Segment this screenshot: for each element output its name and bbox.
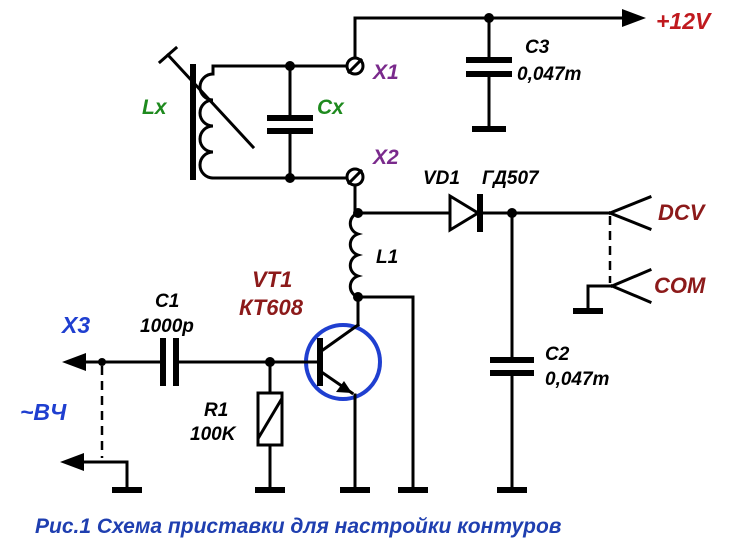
x1-label: X1 [372, 61, 399, 84]
cx-label: Cx [317, 96, 345, 119]
connector-x2 [345, 167, 365, 187]
input-ground-arrow [60, 453, 142, 493]
hf-input-label: ~ВЧ [20, 399, 67, 425]
dcv-label: DCV [658, 200, 707, 225]
c2-name-label: C2 [545, 344, 570, 365]
contour-inductor-lx [157, 45, 357, 180]
supply-label: +12V [656, 8, 712, 34]
c1-name-label: C1 [155, 291, 179, 312]
c3-value-label: 0,047m [517, 64, 582, 85]
vd1-type-label: ГД507 [482, 168, 540, 189]
l1-label: L1 [376, 247, 398, 268]
vt1-name-label: VT1 [252, 267, 292, 292]
inductor-l1 [348, 183, 428, 493]
figure-caption: Рис.1 Схема приставки для настройки конт… [35, 515, 562, 538]
vd1-name-label: VD1 [423, 168, 460, 189]
c3-name-label: C3 [525, 37, 550, 58]
com-label: COM [654, 273, 706, 298]
vt1-type-label: КТ608 [239, 295, 304, 320]
lx-label: Lx [142, 96, 168, 119]
capacitor-c1 [160, 338, 275, 386]
diode-vd1 [356, 193, 612, 233]
x2-label: X2 [372, 146, 399, 169]
input-x3-arrow [62, 353, 162, 458]
transistor-vt1 [268, 295, 382, 493]
c1-value-label: 1000p [140, 316, 194, 337]
resistor-r1 [255, 360, 285, 493]
r1-name-label: R1 [204, 400, 228, 421]
probe-com [573, 216, 652, 314]
contour-capacitor-cx [267, 61, 313, 183]
capacitor-c3 [466, 16, 512, 132]
capacitor-c2 [490, 211, 534, 493]
r1-value-label: 100K [190, 424, 237, 445]
c2-value-label: 0,047m [545, 369, 610, 390]
probe-dcv [608, 195, 652, 231]
connector-x1 [345, 56, 365, 76]
x3-label: X3 [60, 312, 90, 338]
